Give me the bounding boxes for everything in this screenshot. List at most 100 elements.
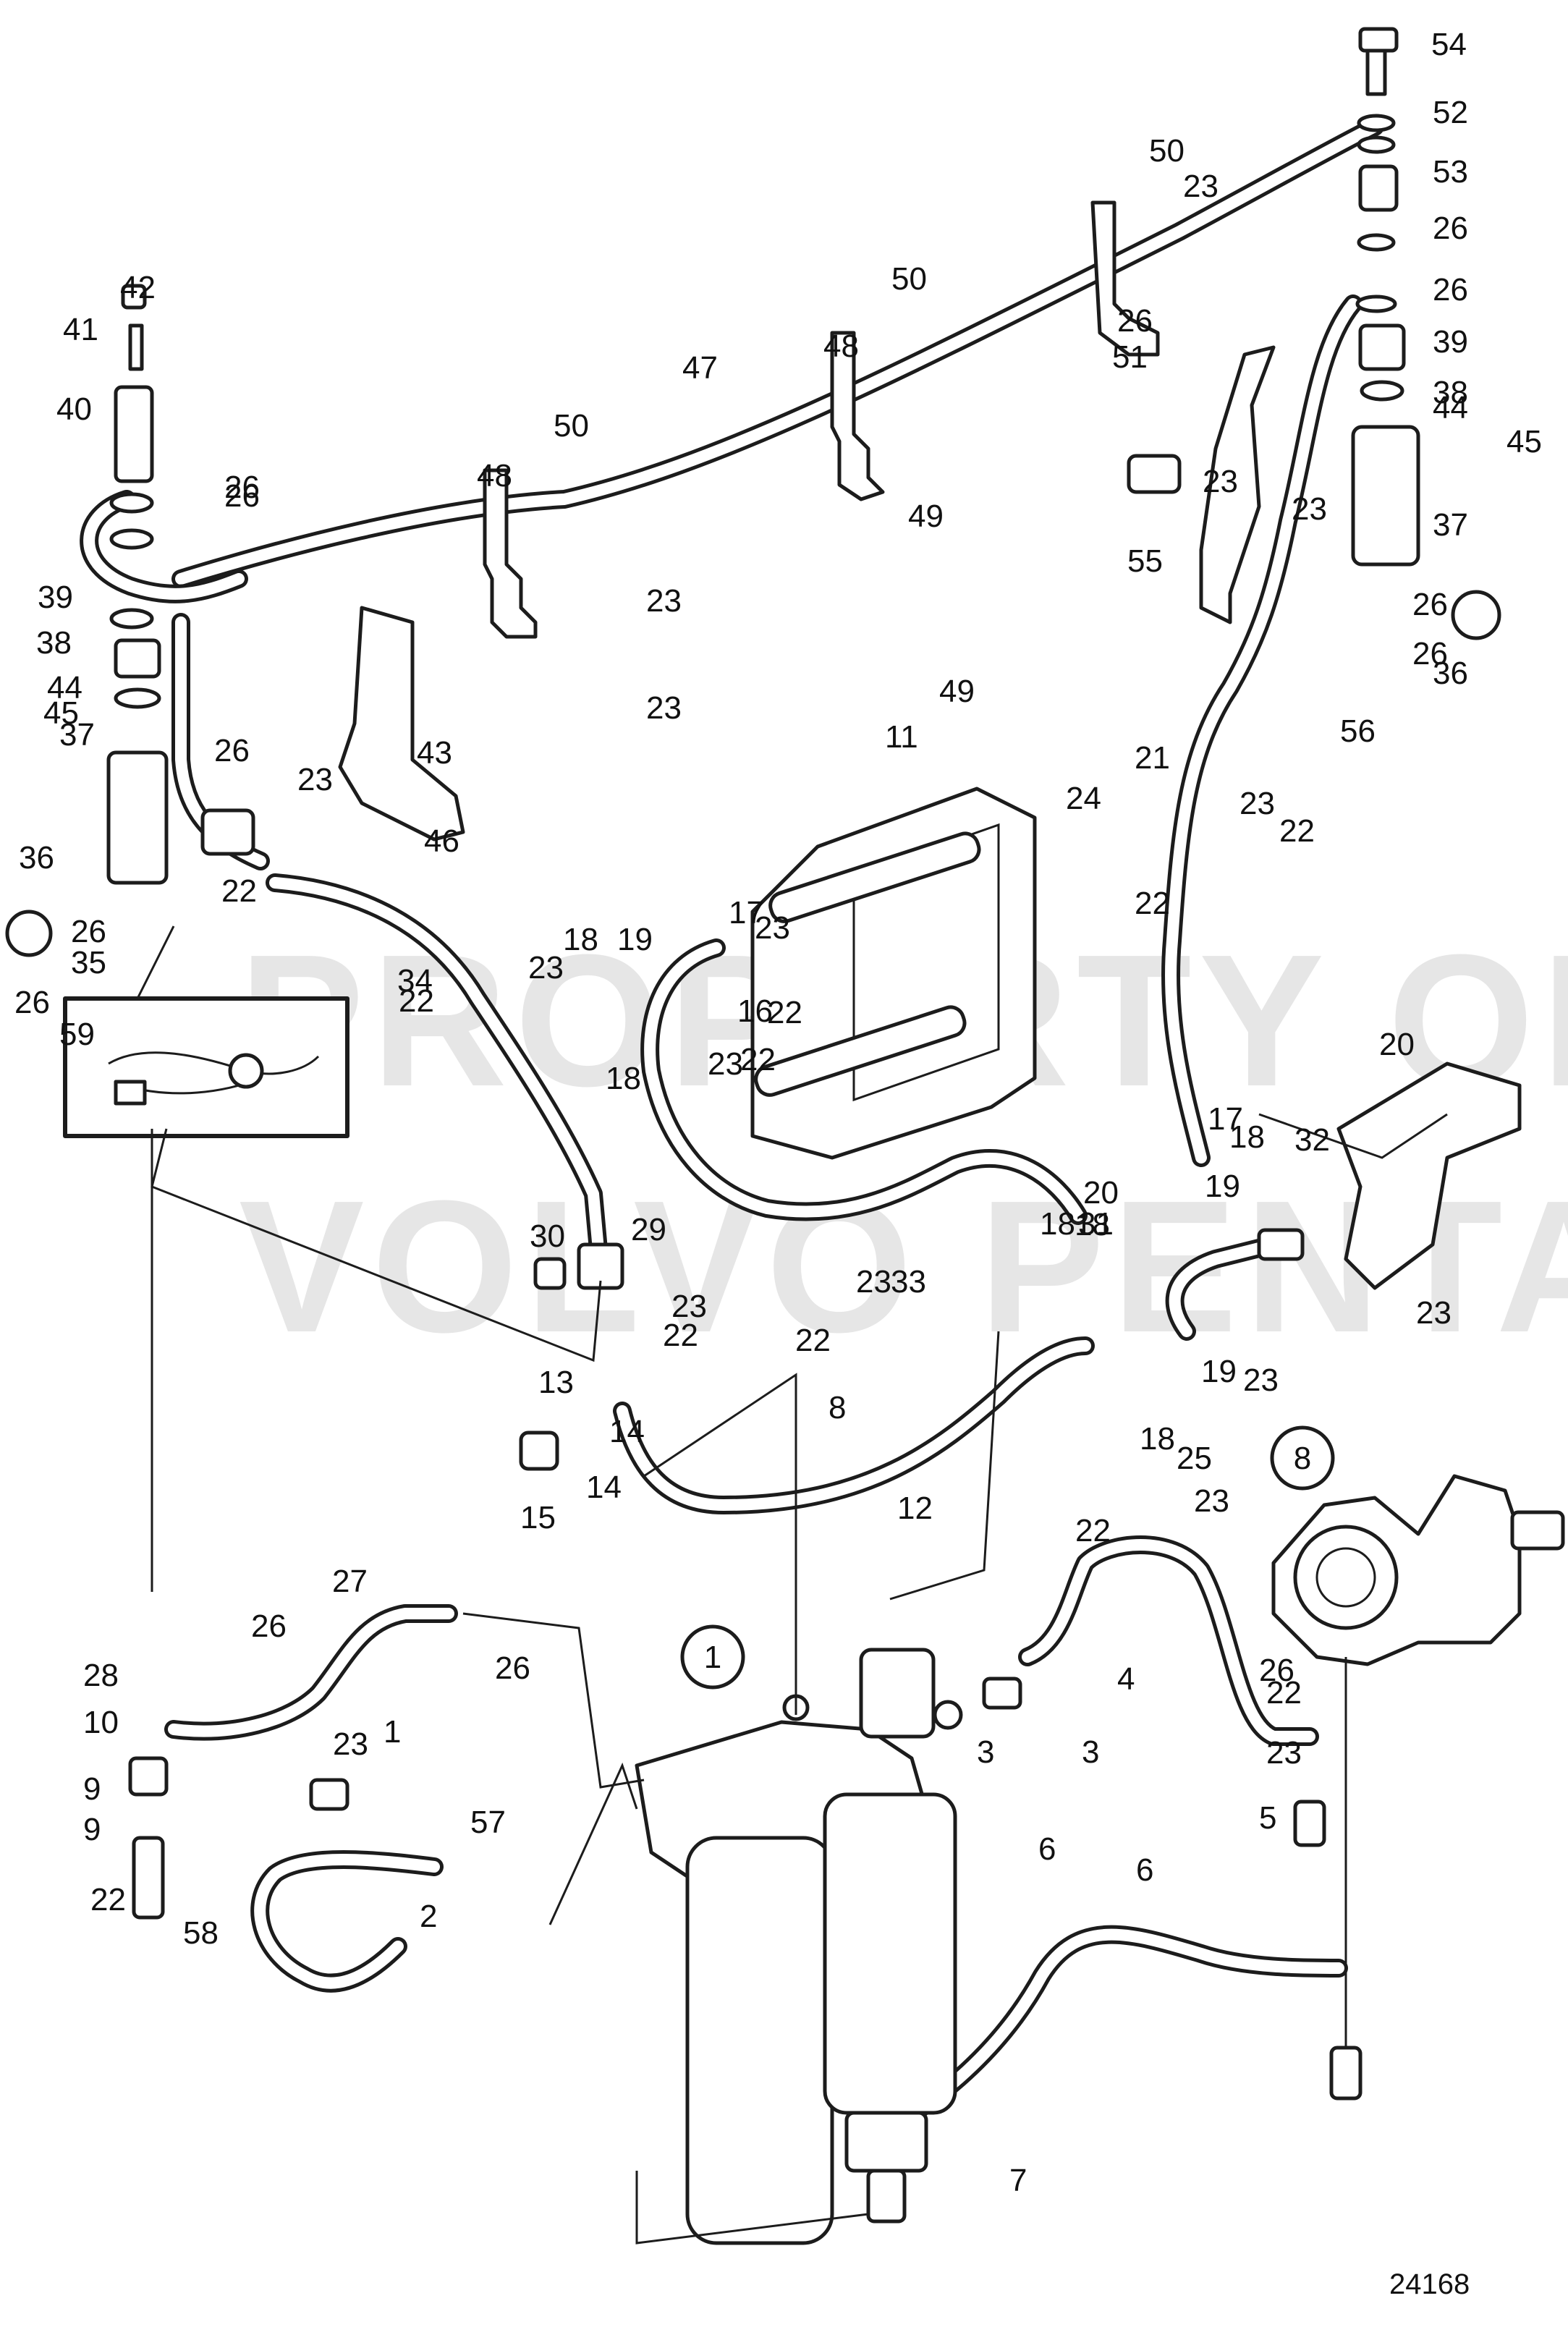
part-label: 22 <box>90 1882 126 1917</box>
bracket-43 <box>338 606 465 842</box>
part-label: 19 <box>617 922 653 957</box>
part-label: 37 <box>1433 507 1468 543</box>
part-label: 26 <box>14 985 50 1020</box>
part-label: 23 <box>1203 464 1238 499</box>
pipe-25 <box>164 1604 458 1741</box>
part-label: 51 <box>1112 339 1148 375</box>
part-label: 57 <box>470 1805 506 1840</box>
fittings <box>5 27 1501 2101</box>
part-label: 20 <box>1379 1027 1415 1062</box>
part-label: 45 <box>1506 424 1542 459</box>
part-label: 18 <box>563 922 598 957</box>
part-label: 23 <box>1243 1362 1279 1398</box>
part-label: 10 <box>83 1705 119 1740</box>
part-label: 54 <box>1431 27 1467 62</box>
part-label: 25 <box>1177 1441 1212 1476</box>
part-label: 23 <box>755 910 790 946</box>
part-label: 26 <box>1433 272 1468 308</box>
part-label: 23 <box>297 762 333 797</box>
part-label: 26 <box>224 470 260 505</box>
part-label: 39 <box>38 580 73 615</box>
part-label: 30 <box>530 1218 565 1254</box>
part-label: 11 <box>885 719 918 755</box>
part-label: 17 <box>1208 1101 1243 1137</box>
part-label: 19 <box>1201 1354 1237 1389</box>
fuel-filter-assembly <box>635 1648 957 2245</box>
part-label: 26 <box>1259 1653 1294 1688</box>
part-label: 58 <box>183 1915 219 1951</box>
part-label: 7 <box>1009 2163 1027 2198</box>
detail-box-59 <box>63 925 349 1138</box>
part-label: 23 <box>1416 1295 1452 1331</box>
part-label: 23 <box>646 583 682 619</box>
pipes <box>80 117 1384 2151</box>
part-label: 23 <box>708 1046 743 1082</box>
part-label: 23 <box>1292 491 1327 527</box>
part-label: 14 <box>609 1414 645 1449</box>
part-label: 41 <box>63 312 98 347</box>
part-label: 36 <box>1433 656 1468 691</box>
part-label: 14 <box>586 1470 622 1505</box>
bracket-33 <box>1336 1061 1522 1290</box>
part-label: 34 <box>397 963 433 999</box>
part-label: 2 <box>420 1899 437 1934</box>
part-label: 23 <box>528 950 564 986</box>
part-label: 42 <box>120 270 156 305</box>
part-label: 36 <box>19 840 54 876</box>
bracket-50-top <box>1090 200 1160 357</box>
part-label: 26 <box>1412 587 1448 622</box>
part-labels: 5452532626393845443736262656552351265050… <box>14 27 1542 2198</box>
part-label: 26 <box>1433 211 1468 246</box>
part-label: 21 <box>1135 740 1170 776</box>
part-label: 26 <box>1412 636 1448 671</box>
part-label: 4 <box>1117 1661 1135 1697</box>
part-label: 18 <box>1040 1206 1075 1242</box>
part-label: 32 <box>1294 1122 1330 1158</box>
part-label: 40 <box>56 391 92 427</box>
feed-pump <box>1271 1474 1565 1666</box>
part-label: 53 <box>1433 154 1468 190</box>
part-label: 23 <box>1183 169 1219 204</box>
part-label: 49 <box>908 499 944 534</box>
bracket-48-left <box>483 468 538 639</box>
part-label: 9 <box>83 1812 101 1847</box>
part-label: 38 <box>36 625 72 661</box>
part-label: 18 <box>606 1061 641 1096</box>
part-label: 19 <box>1205 1169 1240 1204</box>
part-label: 3 <box>977 1734 994 1770</box>
part-label: 44 <box>47 670 82 705</box>
part-label: 15 <box>520 1500 556 1535</box>
bracket-48-mid <box>830 331 885 501</box>
part-label: 23 <box>333 1726 368 1762</box>
cooler-plate-11 <box>750 787 1037 1160</box>
part-label: 23 <box>856 1264 891 1300</box>
part-label: 50 <box>1149 133 1185 169</box>
part-label: 55 <box>1127 543 1163 579</box>
part-label: 48 <box>477 458 512 493</box>
part-label: 22 <box>1266 1675 1302 1711</box>
part-label: 22 <box>795 1323 831 1358</box>
part-label: 45 <box>43 695 79 731</box>
part-label: 31 <box>1078 1206 1114 1242</box>
part-label: 23 <box>1239 786 1275 821</box>
filter-drain <box>866 2169 907 2224</box>
part-label: 23 <box>671 1289 707 1324</box>
part-label: 22 <box>1075 1513 1111 1548</box>
cooler-tubes <box>754 831 981 1097</box>
part-label: 26 <box>214 733 250 768</box>
part-label: 49 <box>939 674 975 709</box>
part-label: 17 <box>729 895 764 931</box>
part-label: 22 <box>1135 886 1170 921</box>
drawing-number: 24168 <box>1389 2268 1470 2300</box>
part-label: 18 <box>1075 1207 1110 1242</box>
filter-cap <box>859 1648 936 1739</box>
part-label: 46 <box>424 823 459 859</box>
part-label: 9 <box>83 1771 101 1807</box>
part-label: 22 <box>1279 813 1315 849</box>
part-label: 43 <box>417 735 452 771</box>
part-label: 5 <box>1259 1800 1276 1836</box>
part-label: 12 <box>897 1491 933 1526</box>
part-label: 59 <box>59 1017 95 1052</box>
part-label: 37 <box>59 717 95 753</box>
